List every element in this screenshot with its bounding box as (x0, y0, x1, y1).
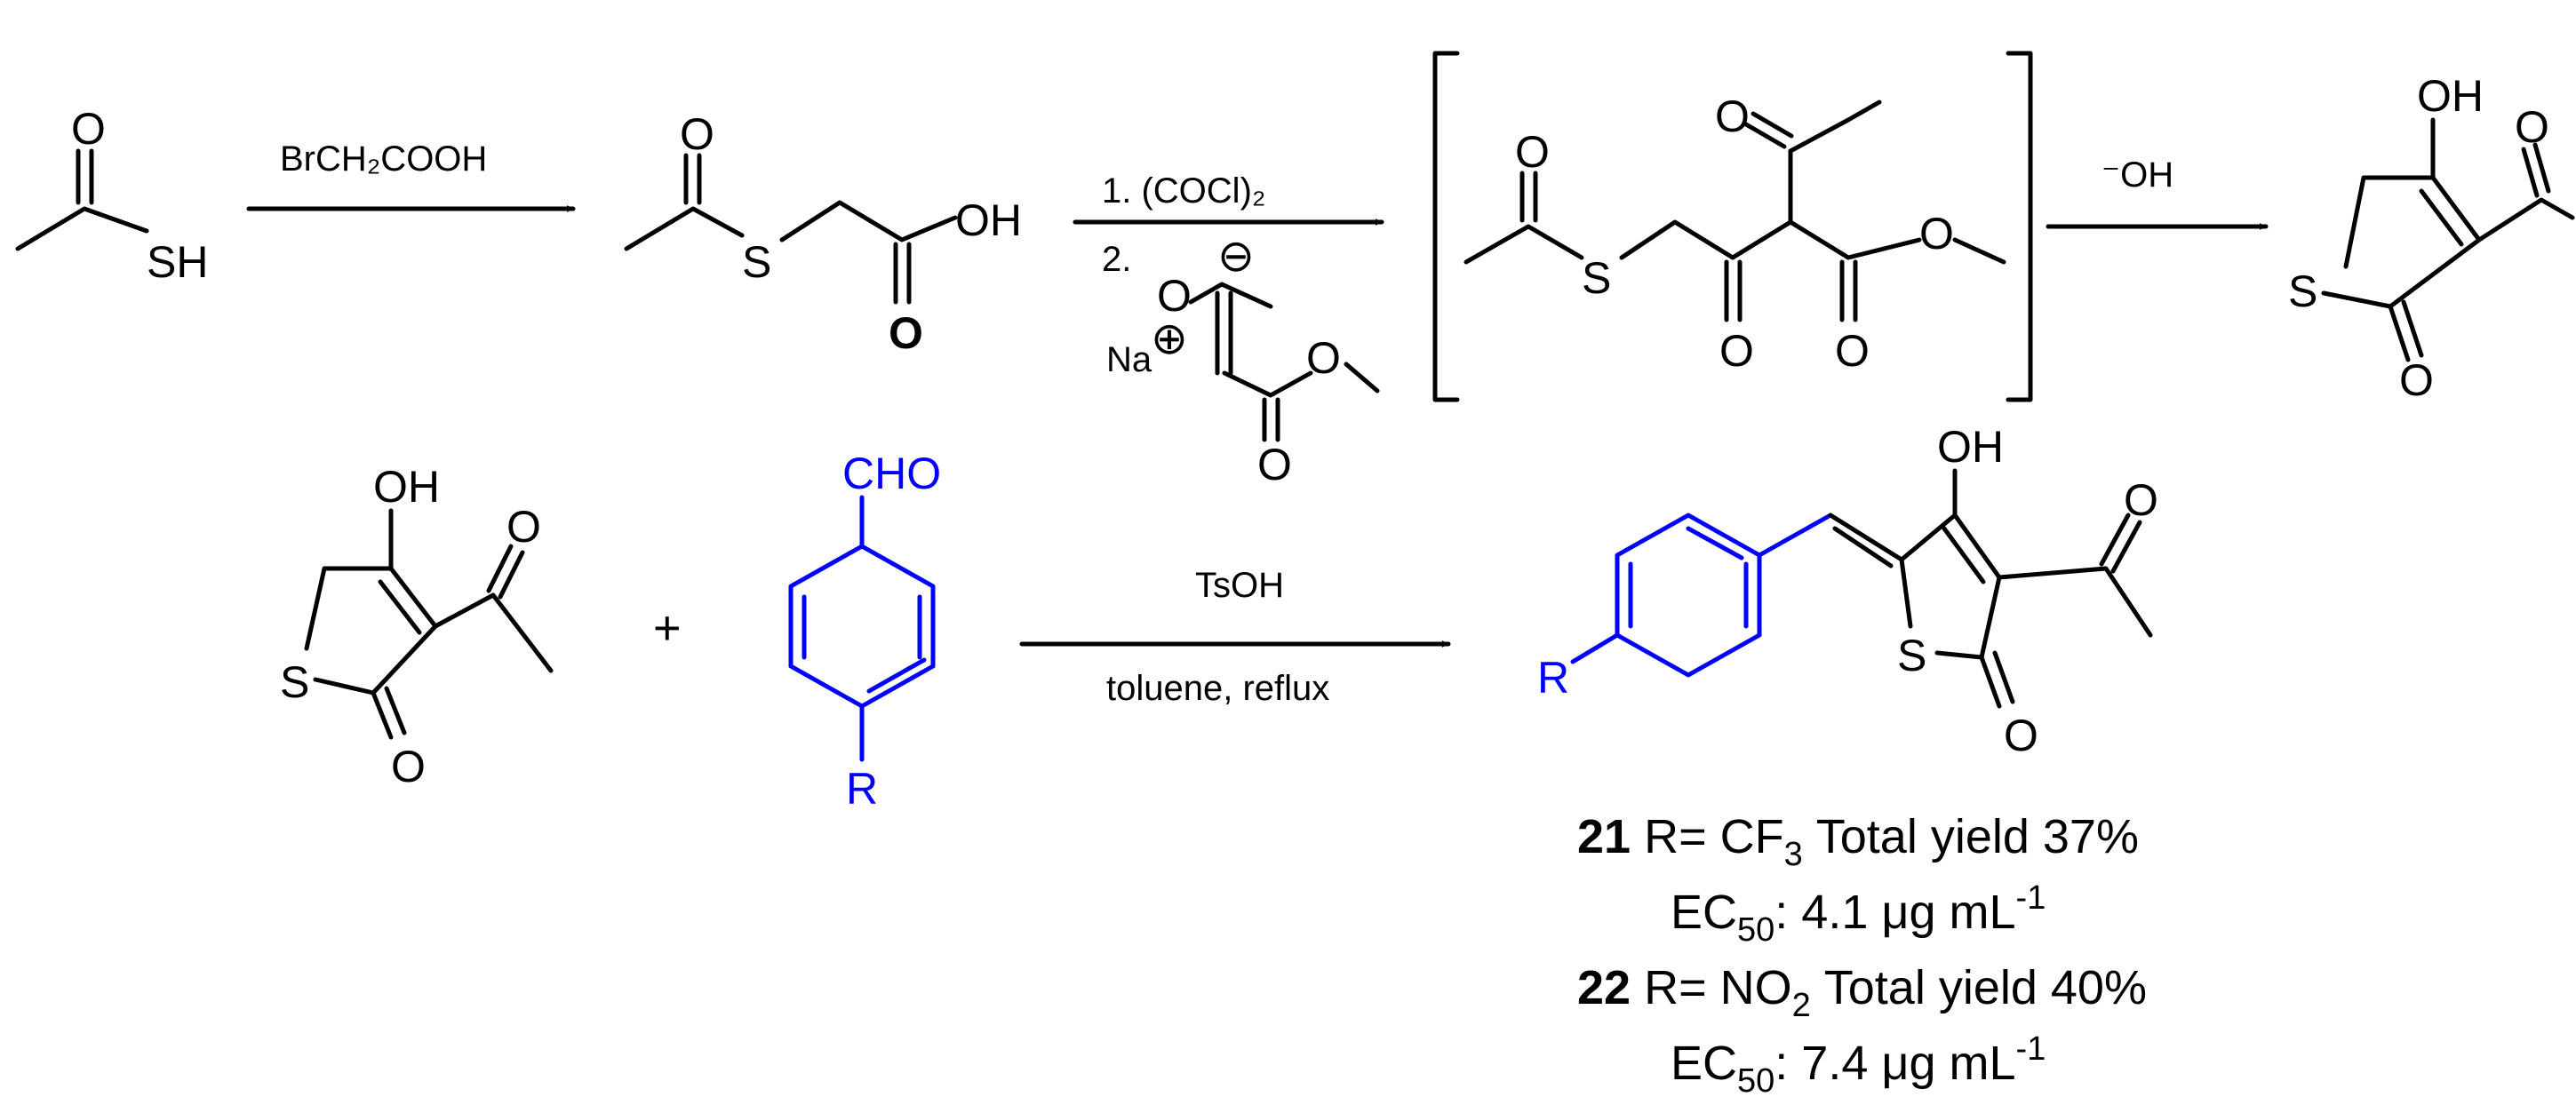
atom-s-reactant: S (280, 657, 309, 707)
compound-number: 21 (1577, 810, 1631, 863)
atom-o-ester: O (1306, 333, 1341, 383)
atom-sh: SH (147, 237, 208, 287)
aldehyde-cho: CHO (842, 449, 941, 498)
base-label: ⁻OH (2101, 155, 2173, 195)
atom-o-carbonyl-salt: O (1257, 440, 1292, 489)
plus-sign: + (653, 601, 682, 655)
product-benzylidene-thiolactone: R OH S O O (1537, 422, 2158, 760)
product-substituent-r: R (1537, 653, 1569, 703)
result-21-line2: EC50: 4.1 μg mL-1 (1671, 879, 2046, 949)
yield-text: Total yield 40% (1824, 961, 2147, 1014)
atom-s-product1: S (2288, 266, 2317, 316)
atom-o-acetyl-product2: O (2124, 475, 2158, 525)
ec50-value: : 7.4 μg mL (1774, 1037, 2015, 1090)
atom-s-intermediate: S (1582, 253, 1611, 303)
reactant-benzaldehyde: CHO R (788, 449, 941, 814)
atom-o-lactone-product2: O (2004, 711, 2038, 760)
ec50-value: : 4.1 μg mL (1774, 886, 2015, 939)
atom-s-product2: S (1897, 631, 1926, 680)
r-label: R= CF (1644, 810, 1784, 863)
product-acetyl-thiolactone: OH S O O (2288, 71, 2575, 405)
ec50-superscript: -1 (2016, 1030, 2046, 1068)
yield-text: Total yield 37% (1816, 810, 2139, 863)
atom-o-carbonyl: O (889, 308, 923, 358)
step2-label: 2. (1102, 240, 1131, 279)
result-22-line2: EC50: 7.4 μg mL-1 (1671, 1030, 2046, 1100)
atom-o-acetyl-product1: O (2515, 102, 2549, 152)
reaction-arrow-4: TsOH toluene, reflux (1019, 566, 1451, 708)
atom-o-ester-intermediate: O (1919, 209, 1954, 258)
atom-o-enolate: O (1157, 271, 1192, 321)
thioacetic-acid: O SH (15, 104, 208, 287)
solvent-label: toluene, reflux (1106, 669, 1329, 708)
reactant-thiolactone: OH S O O (280, 462, 554, 791)
reaction-arrow-3: ⁻OH (2046, 155, 2269, 230)
atom-o-intermediate: O (1515, 127, 1550, 177)
atom-o: O (71, 104, 106, 154)
atom-oh: OH (955, 195, 1022, 245)
minus-charge: ⊖ (1217, 231, 1255, 281)
atom-oh-product2: OH (1937, 422, 2004, 472)
substituent-r: R (846, 764, 878, 814)
atom-o-lactone-product1: O (2399, 355, 2434, 405)
ec50-label: EC (1671, 886, 1737, 939)
compound-number: 22 (1577, 961, 1631, 1014)
intermediate-structure: O S O O O O (1463, 91, 2006, 376)
reaction-arrow-1: BrCH₂COOH (246, 139, 576, 212)
r-subscript: 3 (1784, 836, 1803, 873)
sodium-enolate: ⊖ O ⊕ Na O O (1106, 231, 1380, 489)
ec50-label: EC (1671, 1037, 1737, 1090)
atom-oh-product1: OH (2417, 71, 2484, 121)
r-label: R= NO (1644, 961, 1792, 1014)
reaction-arrow-2: 1. (COCl)₂ 2. (1073, 171, 1384, 279)
ec50-subscript: 50 (1737, 911, 1774, 949)
plus-charge: ⊕ (1151, 314, 1188, 363)
reagent-label: BrCH₂COOH (280, 139, 487, 179)
ec50-superscript: -1 (2016, 879, 2046, 917)
r-subscript: 2 (1792, 987, 1811, 1024)
atom-o-acetyl-intermediate: O (1715, 91, 1750, 141)
catalyst-label: TsOH (1195, 566, 1284, 605)
atom-o-ester-carbonyl: O (1835, 326, 1870, 376)
atom-o-ketone: O (1719, 326, 1754, 376)
atom-oh-reactant: OH (373, 462, 440, 512)
ec50-subscript: 50 (1737, 1062, 1774, 1100)
atom-na: Na (1106, 340, 1152, 379)
step1-label: 1. (COCl)₂ (1102, 171, 1265, 211)
intermediate-bracket (1432, 51, 2033, 402)
atom-s: S (742, 237, 771, 287)
atom-o-thioester: O (680, 109, 714, 159)
atom-o-lactone-reactant: O (391, 742, 426, 791)
acetylthioacetic-acid: O S OH O (624, 109, 1022, 358)
atom-o-acetyl-reactant: O (506, 502, 541, 552)
